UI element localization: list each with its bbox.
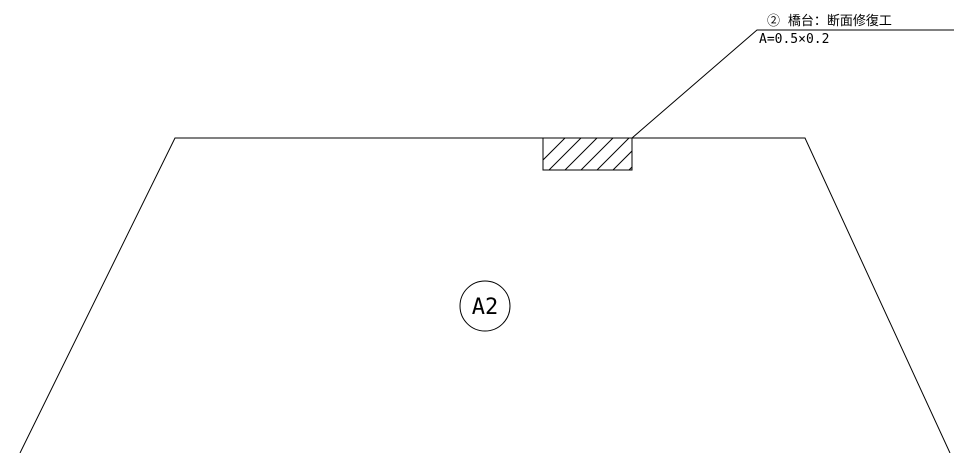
callout-leader-line [631, 29, 954, 139]
pier-mark: A2 [459, 280, 511, 332]
repair-area-hatch [542, 137, 633, 171]
callout-title: ② 橋台：断面修復工 [767, 13, 892, 29]
pier-mark-label: A2 [472, 295, 499, 320]
callout-area: A=0.5×0.2 [759, 32, 829, 47]
abutment-outline [19, 137, 951, 453]
